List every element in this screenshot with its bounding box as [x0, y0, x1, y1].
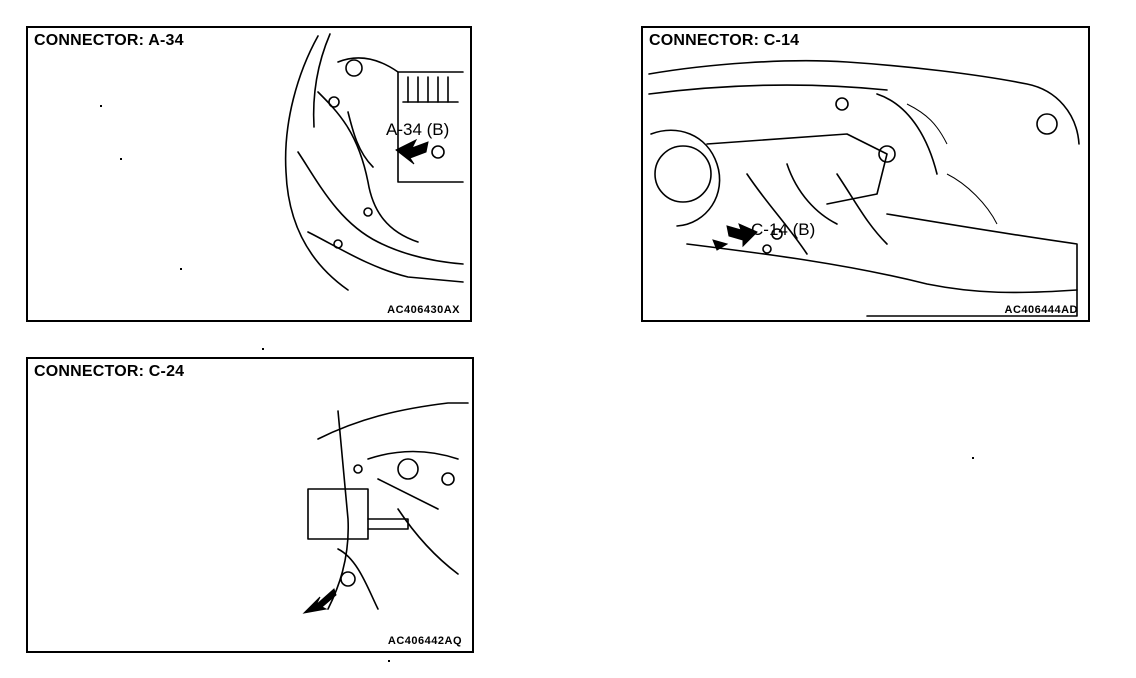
speckle [100, 105, 102, 107]
speckle [388, 660, 390, 662]
engine-bay-illustration [284, 33, 464, 291]
connector-callout: C-14 (B) [751, 220, 816, 239]
panel-title: CONNECTOR: A-34 [34, 32, 184, 49]
speckle [120, 158, 122, 160]
panel-title: CONNECTOR: C-24 [34, 363, 185, 380]
dashboard-illustration [648, 59, 1080, 317]
figure-code: AC406442AQ [387, 635, 462, 647]
connector-c14-panel: CONNECTOR: C-14 C-14 (B) AC406444AD [641, 26, 1090, 322]
panel-title: CONNECTOR: C-14 [649, 32, 800, 49]
connector-a34-panel: CONNECTOR: A-34 A-34 (B) AC406430AX [26, 26, 472, 322]
connector-callout: A-34 (B) [386, 120, 450, 139]
connector-c24-panel: CONNECTOR: C-24 AC406442AQ [26, 357, 474, 653]
speckle [972, 457, 974, 459]
instrument-panel-illustration [302, 402, 469, 614]
figure-code: AC406430AX [387, 304, 460, 316]
figure-code: AC406444AD [1004, 304, 1078, 316]
speckle [180, 268, 182, 270]
speckle [262, 348, 264, 350]
